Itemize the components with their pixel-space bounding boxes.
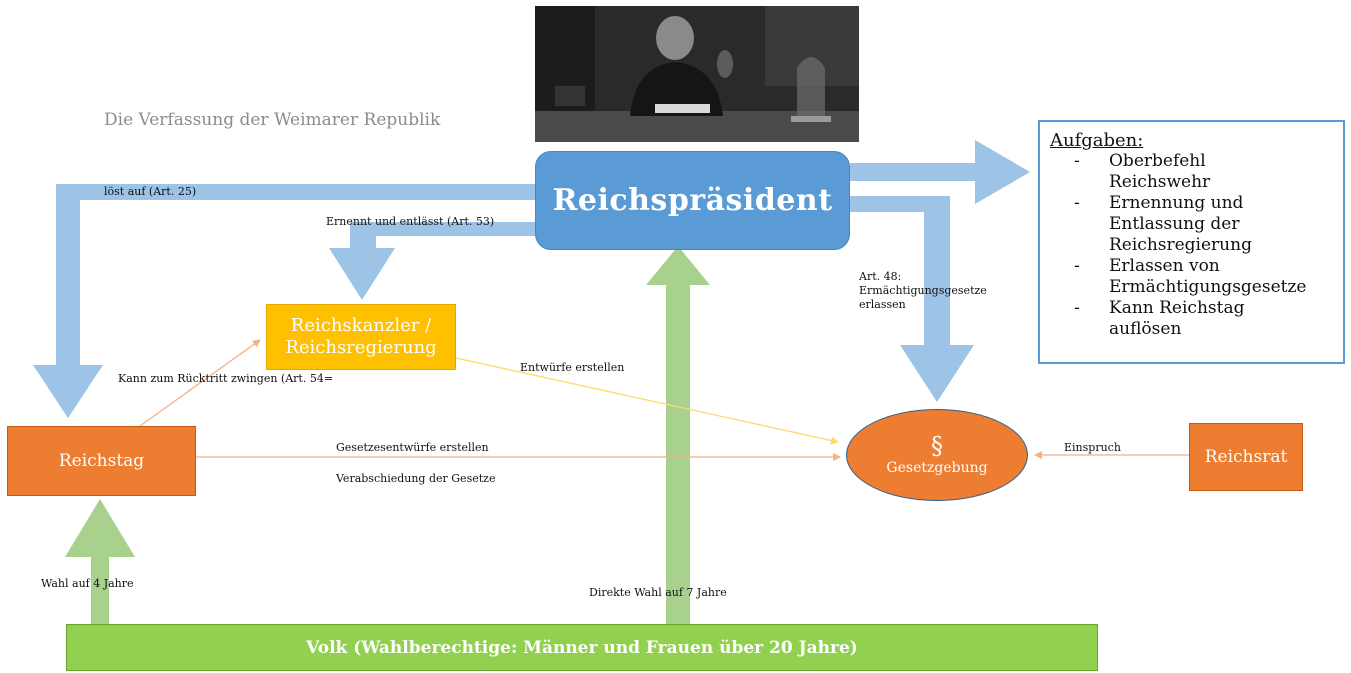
label-ernennt: Ernennt und entlässt (Art. 53) [326, 215, 495, 228]
aufgaben-item: - Ernennung und Entlassung der Reichsreg… [1074, 193, 1333, 256]
reichskanzler-label-line2: Reichsregierung [285, 337, 437, 358]
aufgaben-item: - Kann Reichstag auflösen [1074, 298, 1333, 340]
aufgaben-item-line: Reichswehr [1109, 172, 1211, 192]
arrow-ruecktritt [139, 339, 261, 427]
reichskanzler-label-line1: Reichskanzler / [290, 315, 432, 336]
aufgaben-item-line: Oberbefehl [1109, 151, 1206, 171]
portrait-photo [535, 6, 859, 142]
label-art48-line1: Art. 48: [859, 270, 902, 283]
reichstag-box: Reichstag [7, 426, 196, 496]
aufgaben-list: - Oberbefehl Reichswehr - Ernennung und … [1050, 151, 1333, 340]
reichskanzler-box: Reichskanzler / Reichsregierung [266, 304, 456, 370]
label-wahl-7: Direkte Wahl auf 7 Jahre [589, 586, 727, 599]
aufgaben-item-line: Erlassen von [1109, 256, 1220, 276]
list-dash: - [1074, 298, 1080, 318]
aufgaben-item-line: Ermächtigungsgesetze [1109, 277, 1307, 297]
label-art48-line2: Ermächtigungsgesetze [859, 284, 987, 297]
reichspraesident-box: Reichspräsident [535, 151, 850, 250]
aufgaben-item-line: auflösen [1109, 319, 1182, 339]
gesetzgebung-label: Gesetzgebung [886, 460, 988, 476]
list-dash: - [1074, 151, 1080, 171]
arrow-art48 [850, 196, 974, 402]
aufgaben-item: - Erlassen von Ermächtigungsgesetze [1074, 256, 1333, 298]
label-art48: Art. 48: Ermächtigungsgesetze erlassen [859, 270, 987, 312]
volk-label: Volk (Wahlberechtige: Männer und Frauen … [306, 637, 858, 658]
aufgaben-item-line: Reichsregierung [1109, 235, 1252, 255]
label-entwuerfe: Entwürfe erstellen [520, 361, 625, 374]
label-gesetzesentwuerfe: Gesetzesentwürfe erstellen [336, 441, 489, 454]
label-einspruch: Einspruch [1064, 441, 1121, 454]
aufgaben-item: - Oberbefehl Reichswehr [1074, 151, 1333, 193]
aufgaben-box: Aufgaben: - Oberbefehl Reichswehr - Erne… [1038, 120, 1345, 364]
volk-box: Volk (Wahlberechtige: Männer und Frauen … [66, 624, 1098, 671]
reichsrat-label: Reichsrat [1204, 447, 1288, 467]
aufgaben-item-line: Entlassung der [1109, 214, 1240, 234]
reichsrat-box: Reichsrat [1189, 423, 1303, 491]
label-wahl-4: Wahl auf 4 Jahre [41, 577, 134, 590]
label-ruecktritt: Kann zum Rücktritt zwingen (Art. 54= [118, 372, 334, 385]
reichspraesident-label: Reichspräsident [552, 183, 833, 218]
label-loest-auf: löst auf (Art. 25) [104, 185, 197, 198]
paragraph-icon: § [931, 432, 943, 460]
arrow-ernennt [329, 222, 535, 300]
label-verabschiedung: Verabschiedung der Gesetze [336, 472, 496, 485]
arrow-direkte-wahl [646, 246, 710, 624]
aufgaben-item-line: Ernennung und [1109, 193, 1244, 213]
page-title: Die Verfassung der Weimarer Republik [104, 110, 441, 130]
arrow-aufgaben [850, 140, 1030, 204]
label-art48-line3: erlassen [859, 298, 906, 311]
aufgaben-item-line: Kann Reichstag [1109, 298, 1245, 318]
gesetzgebung-ellipse: § Gesetzgebung [846, 409, 1028, 501]
list-dash: - [1074, 256, 1080, 276]
reichstag-label: Reichstag [58, 451, 145, 471]
aufgaben-heading: Aufgaben: [1050, 130, 1144, 151]
arrow-entwuerfe [455, 357, 839, 445]
arrow-wahl-reichstag [65, 499, 135, 624]
portrait-image [535, 6, 859, 142]
list-dash: - [1074, 193, 1080, 213]
arrow-loest-auf [33, 184, 535, 418]
